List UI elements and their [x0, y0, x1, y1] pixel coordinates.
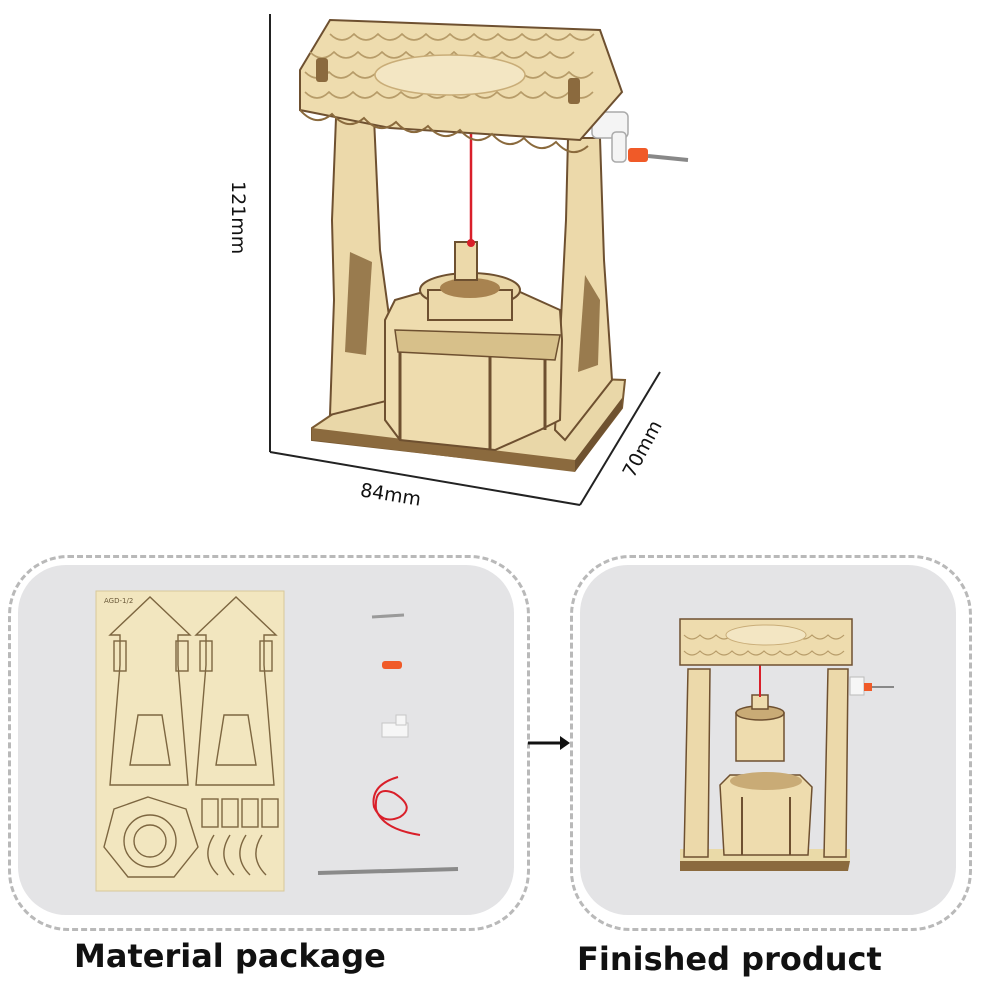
- finished-well-illustration: [679, 618, 894, 871]
- material-package-illustration: AGD-1/2: [95, 590, 459, 892]
- height-dimension-label: 121mm: [227, 181, 249, 255]
- arrow-right-icon: [528, 736, 570, 750]
- product-diagram: 121mm 84mm 70mm: [227, 14, 689, 511]
- wishing-well-illustration: [269, 14, 689, 506]
- material-package-caption: Material package: [74, 937, 386, 975]
- sheet-code: AGD-1/2: [104, 597, 133, 605]
- finished-product-caption: Finished product: [577, 940, 882, 978]
- finished-product-photo: [580, 565, 956, 915]
- material-package-photo: AGD-1/2: [18, 565, 514, 915]
- finished-product-panel: [570, 555, 972, 931]
